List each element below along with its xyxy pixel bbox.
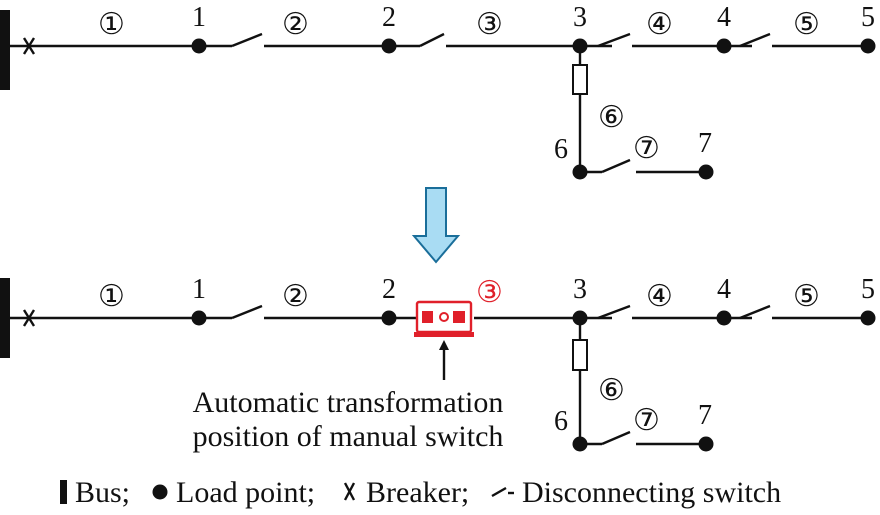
node-label: 4 <box>717 274 731 305</box>
segment-label: ① <box>98 279 125 314</box>
legend-disconnecting-switch: Disconnecting switch <box>522 476 781 509</box>
disconnecting-switch-icon <box>601 430 631 446</box>
load-point-icon <box>572 310 588 326</box>
disconnecting-switch-icon <box>419 32 445 48</box>
disconnecting-switch-icon <box>597 32 631 48</box>
load-point-icon <box>381 310 397 326</box>
node-label: 7 <box>698 128 712 159</box>
node-label: 6 <box>554 406 568 437</box>
load-point-icon <box>698 436 714 452</box>
segment-label: ⑦ <box>633 131 660 166</box>
resistor-icon <box>572 64 588 95</box>
annotation-line-1: Automatic transformation <box>193 386 504 419</box>
resistor-icon <box>572 339 588 371</box>
node-label: 1 <box>192 2 206 33</box>
segment-label: ② <box>282 7 309 42</box>
disconnecting-switch-icon <box>739 304 771 320</box>
load-point-icon <box>381 38 397 54</box>
node-label: 5 <box>861 2 875 33</box>
load-point-icon <box>698 164 714 180</box>
segment-label: ⑥ <box>598 100 625 135</box>
disconnecting-switch-icon <box>601 158 631 174</box>
legend-breaker: Breaker; <box>366 476 469 509</box>
disconnecting-switch-icon <box>231 32 263 48</box>
segment-label: ① <box>98 7 125 42</box>
bus-bar-icon <box>0 10 10 90</box>
breaker-icon <box>343 482 356 501</box>
annotation-line-2: position of manual switch <box>193 420 504 453</box>
node-label: 7 <box>698 400 712 431</box>
node-label: 3 <box>573 274 587 305</box>
segment-label: ② <box>282 279 309 314</box>
segment-label: ③ <box>476 7 503 42</box>
breaker-icon <box>22 309 36 327</box>
load-point-icon <box>716 310 732 326</box>
load-point-icon <box>716 38 732 54</box>
node-label: 2 <box>382 274 396 305</box>
disconnecting-switch-icon <box>739 32 771 48</box>
node-label: 3 <box>573 2 587 33</box>
segment-label: ④ <box>646 7 673 42</box>
arrow-head-icon <box>439 340 449 350</box>
disconnecting-switch-icon <box>597 304 631 320</box>
node-label: 5 <box>861 274 875 305</box>
node-label: 2 <box>382 2 396 33</box>
segment-label-highlighted: ③ <box>476 275 503 310</box>
load-point-icon <box>152 484 168 500</box>
bottom-network: ① ② ③ ④ ⑤ ⑥ ⑦ 1 2 3 4 5 6 7 Automatic tr… <box>0 274 876 453</box>
load-point-icon <box>572 164 588 180</box>
segment-label: ⑦ <box>633 403 660 438</box>
load-point-icon <box>191 310 207 326</box>
legend: Bus; Load point; Breaker; Disconnecting … <box>60 476 781 509</box>
legend-bus: Bus; <box>75 476 130 509</box>
disconnecting-switch-icon <box>491 486 514 498</box>
node-label: 6 <box>554 134 568 165</box>
breaker-icon <box>22 37 36 55</box>
load-point-icon <box>191 38 207 54</box>
load-point-icon <box>572 436 588 452</box>
bus-bar-icon <box>0 278 10 358</box>
load-point-icon <box>860 310 876 326</box>
load-point-icon <box>860 38 876 54</box>
node-label: 4 <box>717 2 731 33</box>
segment-label: ⑤ <box>793 7 820 42</box>
top-network: ① ② ③ ④ ⑤ ⑥ ⑦ 1 2 3 4 5 6 7 <box>0 2 876 180</box>
disconnecting-switch-icon <box>231 304 263 320</box>
legend-load-point: Load point; <box>176 476 315 509</box>
segment-label: ④ <box>646 279 673 314</box>
bus-bar-icon <box>60 480 67 504</box>
node-label: 1 <box>192 274 206 305</box>
segment-label: ⑤ <box>793 279 820 314</box>
automatic-switch-icon <box>414 300 474 337</box>
transition-arrow-icon <box>411 187 461 264</box>
load-point-icon <box>572 38 588 54</box>
segment-label: ⑥ <box>598 373 625 408</box>
